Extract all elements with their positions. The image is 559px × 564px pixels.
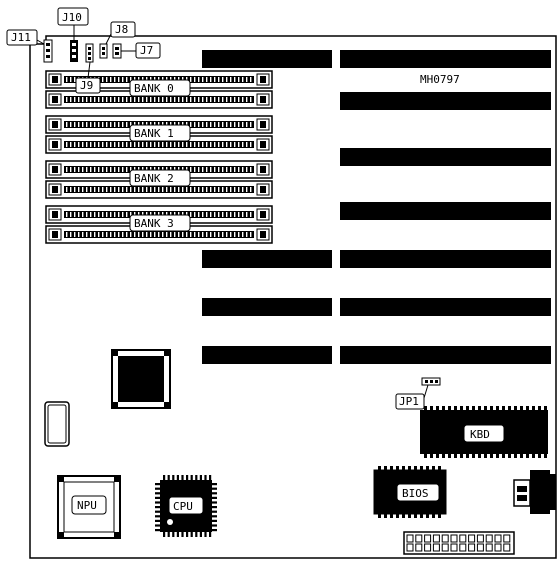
bank-label: BANK 0 bbox=[134, 82, 174, 95]
expansion-slot bbox=[340, 298, 551, 316]
jumper-label-j9: J9 bbox=[80, 79, 93, 92]
expansion-slot bbox=[340, 250, 551, 268]
model-id: MH0797 bbox=[420, 73, 460, 86]
power-connector bbox=[403, 531, 515, 555]
bank-label-box bbox=[129, 79, 191, 97]
bios-pins bbox=[378, 466, 441, 518]
expansion-slot bbox=[340, 202, 551, 220]
simm-socket bbox=[45, 135, 273, 154]
expansion-slot bbox=[340, 346, 551, 364]
bios-chip bbox=[373, 469, 447, 515]
label-box-j11 bbox=[6, 29, 38, 46]
expansion-slot bbox=[340, 148, 551, 166]
expansion-slot bbox=[202, 346, 332, 364]
jumper-jp1 bbox=[421, 377, 441, 386]
bank-label-box bbox=[129, 169, 191, 187]
bank-label: BANK 2 bbox=[134, 172, 174, 185]
simm-socket bbox=[45, 225, 273, 244]
cpu-chip bbox=[155, 475, 217, 537]
npu-label-box bbox=[71, 495, 107, 515]
kbd-pins bbox=[424, 406, 547, 458]
jumper-label-j8: J8 bbox=[115, 23, 128, 36]
simm-socket bbox=[45, 90, 273, 109]
bank-label: BANK 1 bbox=[134, 127, 174, 140]
keyboard-connector bbox=[513, 470, 556, 514]
expansion-slot bbox=[202, 50, 332, 68]
simm-banks: BANK 0 BANK 1 BANK 2 BANK 3 bbox=[45, 70, 273, 244]
npu-label: NPU bbox=[77, 499, 97, 512]
chipset-chip bbox=[111, 349, 171, 409]
jumper-j11 bbox=[43, 39, 53, 63]
bios-label: BIOS bbox=[402, 487, 429, 500]
cpu-label-box bbox=[168, 496, 204, 515]
bios-label-box bbox=[396, 483, 440, 502]
expansion-slot bbox=[202, 298, 332, 316]
expansion-slot bbox=[340, 50, 551, 68]
bank-label-box bbox=[129, 124, 191, 142]
label-box-jp1 bbox=[395, 393, 425, 410]
expansion-slots bbox=[202, 50, 551, 364]
label-box-j8 bbox=[110, 21, 136, 38]
cpu-label: CPU bbox=[173, 500, 193, 513]
jumper-label-j10: J10 bbox=[62, 11, 82, 24]
expansion-slot bbox=[202, 250, 332, 268]
npu-socket bbox=[57, 475, 121, 539]
jumper-label-j7: J7 bbox=[140, 44, 153, 57]
jumper-label-jp1: JP1 bbox=[399, 395, 419, 408]
jumper-j10 bbox=[70, 40, 78, 62]
jumper-j8 bbox=[99, 43, 108, 59]
jumper-j7 bbox=[112, 43, 122, 59]
kbd-label: KBD bbox=[470, 428, 490, 441]
bank-label: BANK 3 bbox=[134, 217, 174, 230]
jumper-label-j11: J11 bbox=[11, 31, 31, 44]
expansion-slot bbox=[340, 92, 551, 110]
jumper-j9 bbox=[85, 43, 94, 63]
bank-label-box bbox=[129, 214, 191, 232]
kbd-chip bbox=[420, 410, 548, 454]
kbd-label-box bbox=[463, 424, 505, 443]
label-box-j10 bbox=[57, 7, 89, 26]
oscillator bbox=[44, 401, 70, 447]
